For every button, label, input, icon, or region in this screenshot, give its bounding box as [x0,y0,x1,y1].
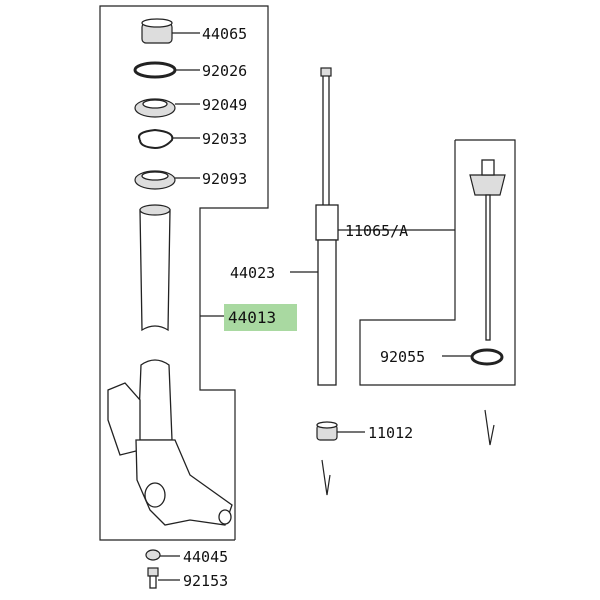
label-44023[interactable]: 44023 [230,264,275,282]
left-group-outline [99,5,269,541]
part-44013-outer-tube[interactable] [107,204,233,526]
label-44045[interactable]: 44045 [183,548,228,566]
label-92033[interactable]: 92033 [202,130,247,148]
part-92049-seal[interactable] [134,98,176,118]
label-92055[interactable]: 92055 [380,348,425,366]
part-92055-o-ring[interactable] [470,348,504,366]
label-92026[interactable]: 92026 [202,62,247,80]
label-92153[interactable]: 92153 [183,572,228,590]
label-highlight [224,304,297,331]
part-11012-bushing[interactable] [316,421,338,441]
part-92153-bolt[interactable] [147,567,159,589]
part-44065-collar[interactable] [141,18,173,44]
part-92033-circlip[interactable] [138,128,174,150]
label-92093[interactable]: 92093 [202,170,247,188]
part-11065A-cartridge[interactable] [469,159,506,341]
part-44023-inner-tube[interactable] [315,67,339,386]
right-group-outline [359,139,516,386]
part-92026-ring[interactable] [133,61,177,79]
label-44013[interactable]: 44013 [228,308,276,327]
label-92049[interactable]: 92049 [202,96,247,114]
part-92093-dust-seal[interactable] [134,170,176,190]
part-44045-washer[interactable] [145,549,161,561]
label-44065[interactable]: 44065 [202,25,247,43]
label-11012[interactable]: 11012 [368,424,413,442]
label-11065a[interactable]: 11065/A [345,222,408,240]
